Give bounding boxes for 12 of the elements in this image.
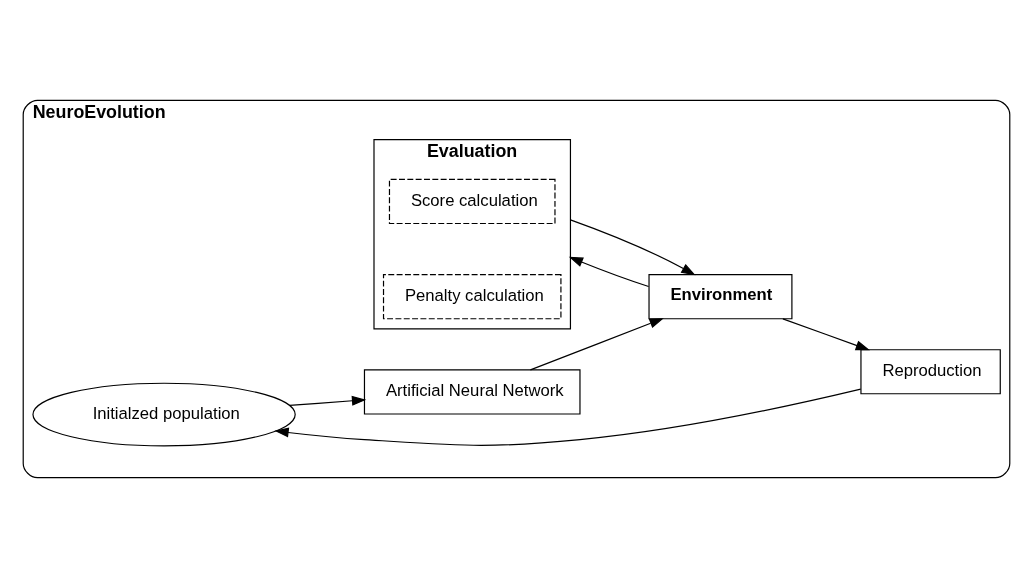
arrow bbox=[782, 318, 870, 351]
node-box: Penalty calculation bbox=[382, 274, 562, 320]
arrow bbox=[274, 388, 862, 446]
node-box: Score calculation bbox=[388, 178, 556, 225]
node-box: Environment bbox=[648, 274, 793, 320]
node-ellipse: Initialzed population bbox=[32, 382, 296, 447]
node-box: Artificial Neural Network bbox=[363, 369, 581, 415]
arrow bbox=[568, 256, 650, 288]
arrow bbox=[289, 395, 367, 406]
arrow bbox=[569, 219, 696, 276]
arrow bbox=[529, 318, 664, 371]
node-box: Reproduction bbox=[860, 349, 1001, 395]
